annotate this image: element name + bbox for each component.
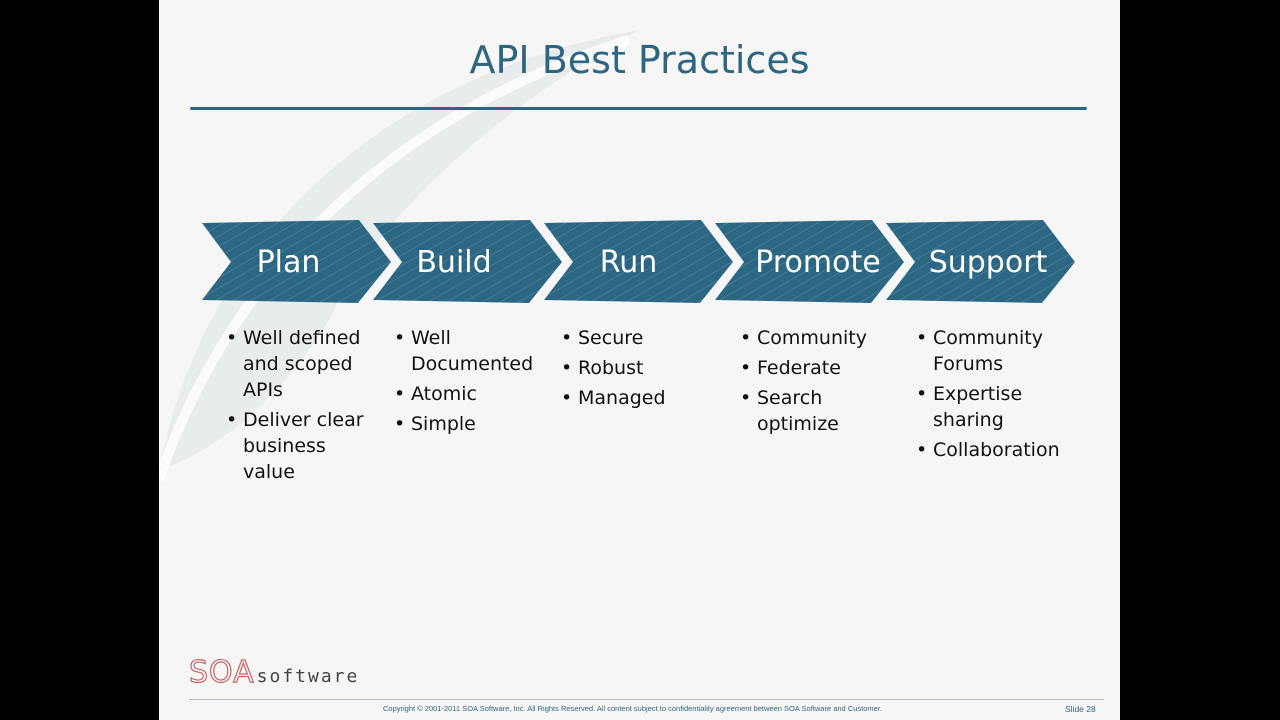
run-bullets: Secure Robust Managed [561, 325, 711, 415]
chevron-build [373, 220, 562, 303]
chevron-run [544, 220, 733, 303]
chevron-support [886, 220, 1075, 303]
list-item: Federate [740, 355, 890, 381]
stage-label-promote: Promote [755, 245, 881, 280]
support-bullets: Community Forums Expertise sharing Colla… [916, 325, 1081, 467]
footer-divider [189, 699, 1104, 700]
list-item: Search optimize [740, 385, 890, 437]
list-item: Well Documented [394, 325, 554, 377]
copyright-notice: Copyright © 2001-2011 SOA Software, Inc.… [383, 704, 882, 713]
slide-title: API Best Practices [469, 38, 810, 82]
list-item: Simple [394, 411, 554, 437]
process-chevrons [202, 220, 1075, 303]
promote-bullets: Community Federate Search optimize [740, 325, 890, 441]
list-item: Robust [561, 355, 711, 381]
slide-number: Slide 28 [1065, 704, 1096, 714]
slide: API Best Practices Plan Build [159, 0, 1120, 720]
list-item: Community Forums [916, 325, 1081, 377]
plan-bullets: Well defined and scoped APIs Deliver cle… [226, 325, 376, 489]
list-item: Collaboration [916, 437, 1081, 463]
list-item: Deliver clear business value [226, 407, 376, 485]
logo-primary: SOA [188, 654, 255, 690]
stage-label-support: Support [928, 245, 1048, 280]
logo-secondary: software [256, 666, 360, 687]
list-item: Well defined and scoped APIs [226, 325, 376, 403]
build-bullets: Well Documented Atomic Simple [394, 325, 554, 441]
list-item: Managed [561, 385, 711, 411]
stage-label-plan: Plan [256, 245, 321, 280]
chevron-promote [715, 220, 904, 303]
list-item: Atomic [394, 381, 554, 407]
list-item: Community [740, 325, 890, 351]
title-divider [190, 107, 1087, 110]
list-item: Secure [561, 325, 711, 351]
chevron-plan [202, 220, 391, 303]
list-item: Expertise sharing [916, 381, 1081, 433]
stage-label-run: Run [599, 245, 658, 280]
stage-label-build: Build [416, 245, 492, 280]
